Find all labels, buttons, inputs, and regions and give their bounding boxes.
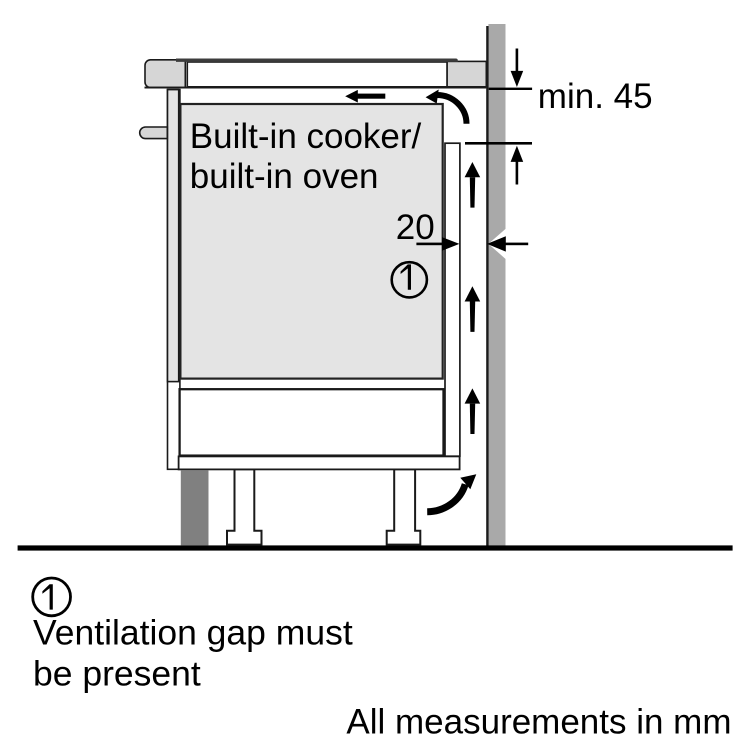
- svg-text:Ventilation gap must: Ventilation gap must: [33, 613, 353, 653]
- svg-text:All measurements in mm: All measurements in mm: [346, 703, 731, 742]
- svg-text:min. 45: min. 45: [538, 77, 653, 116]
- svg-text:built-in oven: built-in oven: [190, 157, 379, 196]
- svg-text:Built-in cooker/: Built-in cooker/: [190, 117, 422, 156]
- svg-text:20: 20: [396, 208, 435, 247]
- svg-text:be present: be present: [33, 654, 201, 694]
